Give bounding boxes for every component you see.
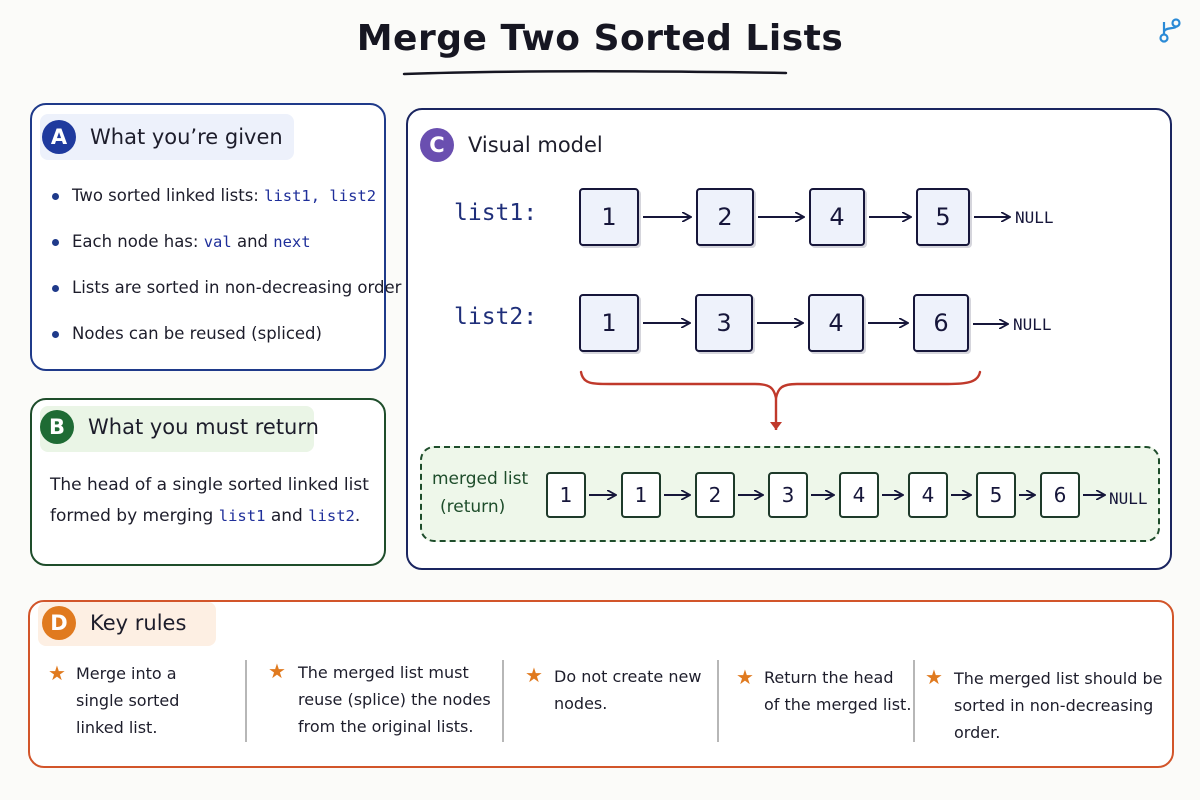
section-b-badge: B — [40, 410, 74, 444]
rule-divider — [717, 660, 719, 742]
merged-node: 3 — [768, 472, 808, 518]
merged-node: 4 — [908, 472, 948, 518]
list1-node: 1 — [579, 188, 639, 246]
return-description: The head of a single sorted linked list … — [50, 475, 369, 526]
given-item: Nodes can be reused (spliced) — [48, 323, 401, 369]
star-icon: ★ — [268, 659, 286, 683]
merged-node: 5 — [976, 472, 1016, 518]
given-item: Lists are sorted in non-decreasing order — [48, 277, 401, 323]
section-c-heading: Visual model — [468, 133, 603, 157]
section-b-header: B What you must return — [40, 410, 319, 444]
section-b-heading: What you must return — [88, 415, 319, 439]
section-d-badge: D — [42, 606, 76, 640]
list1-node: 4 — [809, 188, 865, 246]
merged-list-label: merged list (return) — [432, 469, 529, 517]
rule-item: Merge into a single sorted linked list. — [76, 664, 180, 737]
list2-label: list2: — [454, 304, 538, 330]
given-item: Each node has: val and next — [48, 231, 401, 277]
list1-node: 2 — [696, 188, 754, 246]
title-underline — [402, 70, 788, 76]
rule-item: Do not create new nodes. — [554, 667, 702, 713]
section-a-badge: A — [42, 120, 76, 154]
merged-node: 1 — [546, 472, 586, 518]
rule-item: Return the head of the merged list. — [764, 668, 912, 714]
section-key-rules — [28, 600, 1174, 768]
given-list: Two sorted linked lists: list1, list2 Ea… — [48, 185, 401, 369]
list1-null: NULL — [1015, 208, 1054, 227]
star-icon: ★ — [525, 663, 543, 687]
list2-node: 1 — [579, 294, 639, 352]
star-icon: ★ — [736, 665, 754, 689]
list2-node: 4 — [808, 294, 864, 352]
star-icon: ★ — [925, 665, 943, 689]
list2-node: 6 — [913, 294, 969, 352]
page-title: Merge Two Sorted Lists — [356, 18, 844, 59]
merged-node: 4 — [839, 472, 879, 518]
list1-label: list1: — [454, 200, 538, 226]
rule-divider — [502, 660, 504, 742]
merged-node: 6 — [1040, 472, 1080, 518]
merged-node: 2 — [695, 472, 735, 518]
rule-item: The merged list must reuse (splice) the … — [298, 663, 491, 736]
given-item: Two sorted linked lists: list1, list2 — [48, 185, 401, 231]
rule-item: The merged list should be sorted in non-… — [954, 669, 1163, 742]
list1-node: 5 — [916, 188, 970, 246]
list2-null: NULL — [1013, 315, 1052, 334]
section-c-badge: C — [420, 128, 454, 162]
section-c-header: C Visual model — [420, 128, 603, 162]
merged-node: 1 — [621, 472, 661, 518]
section-a-heading-highlight — [40, 114, 294, 160]
section-d-header: D Key rules — [42, 606, 186, 640]
star-icon: ★ — [48, 661, 66, 685]
git-branch-icon — [1159, 18, 1181, 43]
section-d-heading: Key rules — [90, 611, 187, 635]
merged-null: NULL — [1109, 489, 1148, 508]
rule-divider — [245, 660, 247, 742]
list2-node: 3 — [695, 294, 753, 352]
section-b-heading-highlight — [40, 406, 314, 452]
rule-divider — [913, 660, 915, 742]
section-a-heading: What you’re given — [90, 125, 283, 149]
section-a-header: A What you’re given — [42, 120, 283, 154]
